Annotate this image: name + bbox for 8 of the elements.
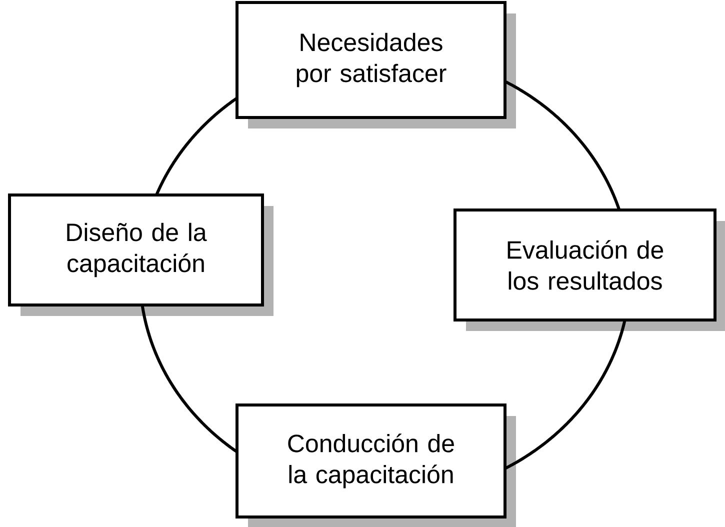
process-box: Necesidades por satisfacer [236, 1, 516, 128]
process-box: Evaluación de los resultados [454, 208, 725, 331]
process-box: Diseño de la capacitación [8, 194, 274, 316]
process-box: Conducción de la capacitación [236, 403, 516, 527]
connector-arc [504, 80, 621, 210]
connector-arc [504, 320, 626, 470]
connector-arc [140, 304, 238, 454]
connector-arc [155, 96, 238, 196]
